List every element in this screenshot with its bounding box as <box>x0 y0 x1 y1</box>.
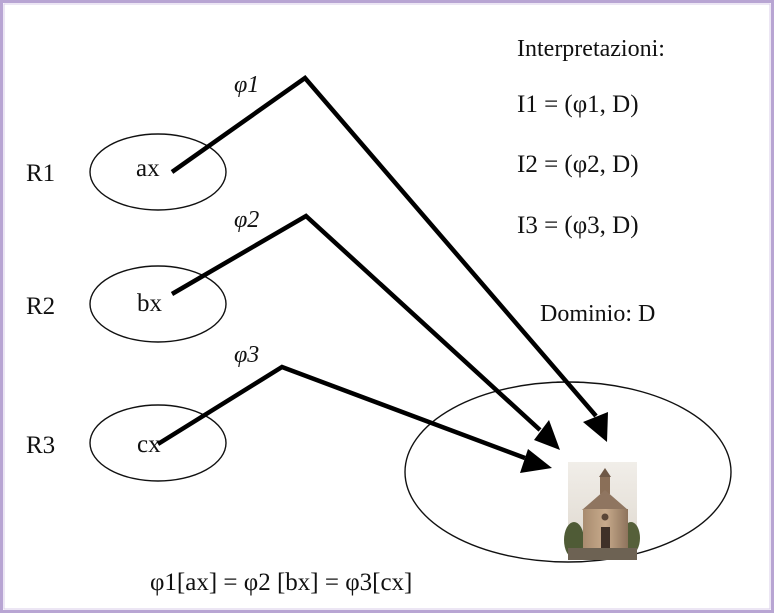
relation-set-r2 <box>89 265 227 343</box>
relation-label-r1: R1 <box>26 160 55 187</box>
frame-inner-border <box>3 3 771 610</box>
relation-set-r3 <box>89 404 227 482</box>
identity-equation: φ1[ax] = φ2 [bx] = φ3[cx] <box>150 569 412 596</box>
interpretation-i3: I3 = (φ3, D) <box>517 212 639 239</box>
mapping-arrow-phi3 <box>156 364 526 461</box>
mapping-arrow-phi1 <box>170 74 598 418</box>
church-photo <box>564 462 640 560</box>
interpretation-i1: I1 = (φ1, D) <box>517 91 639 118</box>
element-ax: ax <box>136 155 160 182</box>
element-bx: bx <box>137 290 163 317</box>
arrowhead-phi2 <box>534 420 560 450</box>
relation-label-r2: R2 <box>26 293 55 320</box>
interpretations-heading: Interpretazioni: <box>517 36 665 62</box>
arrowhead-phi3 <box>520 449 552 473</box>
element-cx: cx <box>137 431 161 458</box>
relation-label-r3: R3 <box>26 432 55 459</box>
interpretation-i2: I2 = (φ2, D) <box>517 151 639 178</box>
relation-set-r1 <box>89 133 227 211</box>
domain-label: Dominio: D <box>540 301 655 327</box>
arrowhead-phi1 <box>583 412 608 442</box>
mapping-arrow-phi2 <box>170 213 542 432</box>
function-label-phi2: φ2 <box>234 207 259 233</box>
function-label-phi1: φ1 <box>234 72 259 98</box>
function-label-phi3: φ3 <box>234 342 259 368</box>
